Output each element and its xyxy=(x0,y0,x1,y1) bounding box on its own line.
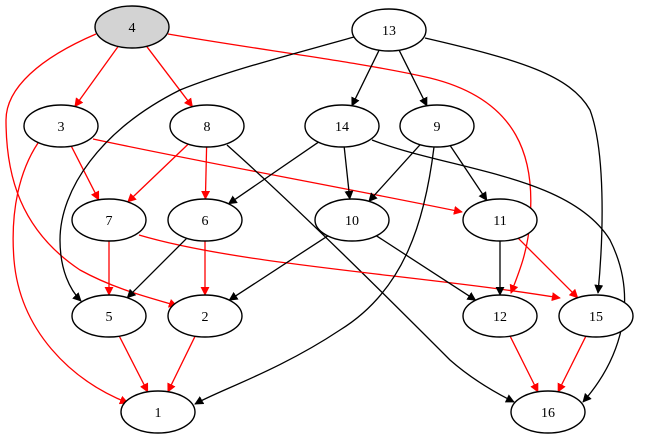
edge-13-5 xyxy=(59,36,355,302)
node-15: 15 xyxy=(558,294,634,338)
node-2: 2 xyxy=(167,294,243,338)
edge-4-8 xyxy=(146,45,193,108)
node-label-14: 14 xyxy=(335,120,349,135)
edge-6-5 xyxy=(126,237,188,299)
node-ellipse-3 xyxy=(23,104,99,148)
edge-4-12 xyxy=(167,33,532,294)
edge-10-2 xyxy=(228,235,329,301)
node-7: 7 xyxy=(71,198,147,242)
node-ellipse-9 xyxy=(399,104,475,148)
node-ellipse-13 xyxy=(351,8,427,52)
node-8: 8 xyxy=(169,104,245,148)
node-label-15: 15 xyxy=(589,310,603,325)
node-ellipse-12 xyxy=(462,294,538,338)
node-label-10: 10 xyxy=(345,214,359,229)
edge-15-16 xyxy=(557,335,587,393)
edge-3-11 xyxy=(92,138,463,215)
node-ellipse-7 xyxy=(71,198,147,242)
edge-12-16 xyxy=(509,335,539,393)
node-label-4: 4 xyxy=(129,21,136,36)
edge-9-10 xyxy=(368,144,421,202)
node-12: 12 xyxy=(462,294,538,338)
node-5: 5 xyxy=(71,294,147,338)
node-ellipse-10 xyxy=(314,198,390,242)
node-11: 11 xyxy=(462,198,538,242)
node-10: 10 xyxy=(314,198,390,242)
node-label-8: 8 xyxy=(204,120,211,135)
node-label-5: 5 xyxy=(106,310,113,325)
edge-3-7 xyxy=(70,145,100,201)
node-14: 14 xyxy=(304,104,380,148)
node-label-7: 7 xyxy=(106,214,113,229)
node-4: 4 xyxy=(94,5,170,49)
node-label-2: 2 xyxy=(202,310,209,325)
node-ellipse-2 xyxy=(167,294,243,338)
node-ellipse-8 xyxy=(169,104,245,148)
node-label-16: 16 xyxy=(541,406,555,421)
node-ellipse-15 xyxy=(558,294,634,338)
node-ellipse-16 xyxy=(510,390,586,434)
edge-14-10 xyxy=(343,146,354,200)
node-ellipse-1 xyxy=(120,390,196,434)
edge-8-6 xyxy=(201,146,211,200)
edge-14-16 xyxy=(371,139,626,403)
nodes: 4 13 3 8 14 9 7 6 10 11 5 2 12 15 1 16 xyxy=(23,5,634,434)
edge-4-2 xyxy=(5,33,178,308)
node-13: 13 xyxy=(351,8,427,52)
node-label-13: 13 xyxy=(382,24,396,39)
node-6: 6 xyxy=(167,198,243,242)
edge-13-9 xyxy=(398,49,428,107)
node-ellipse-6 xyxy=(167,198,243,242)
edge-7-15 xyxy=(138,234,561,302)
node-ellipse-4 xyxy=(94,5,170,49)
edge-14-6 xyxy=(227,141,319,205)
node-label-1: 1 xyxy=(155,406,162,421)
node-9: 9 xyxy=(399,104,475,148)
edge-5-1 xyxy=(118,335,149,393)
edge-3-1 xyxy=(12,142,129,405)
node-ellipse-5 xyxy=(71,294,147,338)
node-label-6: 6 xyxy=(202,214,209,229)
node-1: 1 xyxy=(120,390,196,434)
node-label-9: 9 xyxy=(434,120,441,135)
edge-9-1 xyxy=(194,146,435,405)
edge-2-1 xyxy=(167,335,196,393)
node-16: 16 xyxy=(510,390,586,434)
edge-4-3 xyxy=(74,46,119,108)
edge-11-15 xyxy=(517,237,579,299)
node-label-11: 11 xyxy=(493,214,506,229)
node-3: 3 xyxy=(23,104,99,148)
edge-10-12 xyxy=(376,235,477,301)
edges xyxy=(5,33,626,405)
node-ellipse-11 xyxy=(462,198,538,242)
node-ellipse-14 xyxy=(304,104,380,148)
edge-13-14 xyxy=(351,49,380,107)
edge-9-11 xyxy=(449,145,488,202)
edge-8-16 xyxy=(226,144,515,403)
node-label-3: 3 xyxy=(58,120,65,135)
edge-8-7 xyxy=(127,143,189,203)
node-label-12: 12 xyxy=(493,310,507,325)
edge-13-15 xyxy=(424,37,604,294)
